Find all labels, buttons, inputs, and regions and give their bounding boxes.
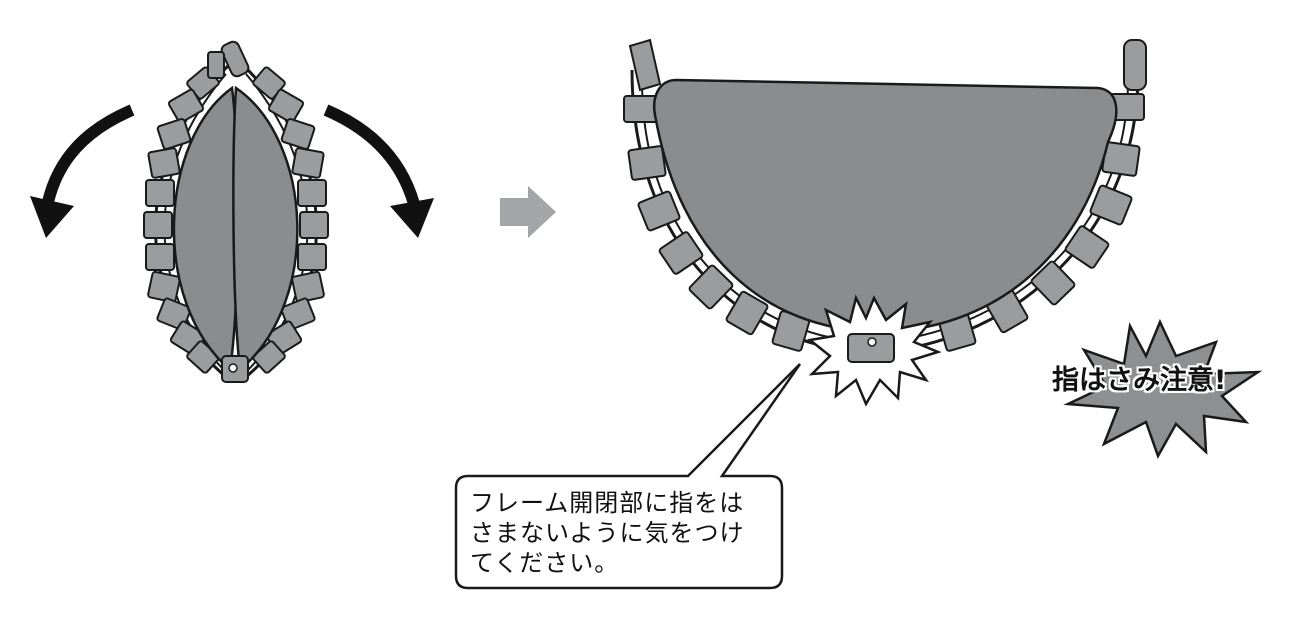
callout-line: フレーム開閉部に指をは [470, 489, 745, 517]
callout-bubble [454, 363, 802, 590]
rotate-right-arrow-icon [323, 104, 434, 238]
pinch-warning-burst-icon [807, 294, 942, 407]
callout-text: フレーム開閉部に指をは さまないように気をつけ てください。 [470, 488, 770, 578]
warning-burst-badge [1063, 318, 1263, 460]
callout-line: さまないように気をつけ [470, 519, 745, 547]
opened-frame [623, 38, 1147, 354]
folded-frame [143, 40, 329, 384]
callout-line: てください。 [470, 549, 620, 577]
rotate-left-arrow-icon [30, 104, 135, 238]
next-step-arrow-icon [500, 186, 556, 238]
pinch-warning-label: 指はさみ注意! [1052, 365, 1227, 396]
